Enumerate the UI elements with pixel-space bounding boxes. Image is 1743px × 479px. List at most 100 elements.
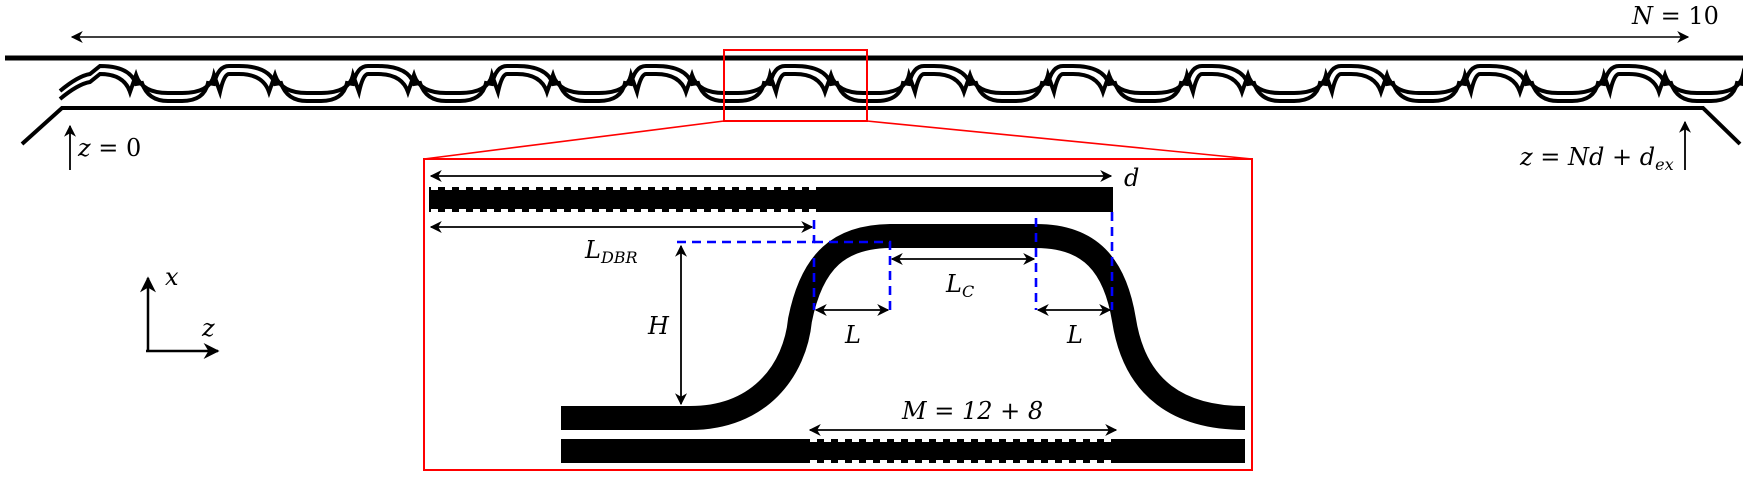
grating-tooth [669,209,676,212]
grating-tooth [824,439,831,442]
grating-tooth [753,187,760,190]
grating-tooth [978,460,985,463]
grating-tooth [599,209,606,212]
grating-tooth [1006,439,1013,442]
grating-tooth [543,209,550,212]
grating-tooth [557,209,564,212]
grating-tooth [445,187,452,190]
bottom-waveguide [20,106,1742,146]
grating-tooth [1104,439,1111,442]
grating-tooth [880,460,887,463]
grating-tooth [613,187,620,190]
grating-tooth [992,460,999,463]
grating-tooth [487,209,494,212]
grating-tooth [908,460,915,463]
grating-tooth [767,209,774,212]
grating-tooth [1062,439,1069,442]
grating-tooth [978,439,985,442]
grating-tooth [543,187,550,190]
grating-tooth [697,209,704,212]
start-position-label: z = 0 [77,134,141,162]
grating-tooth [1020,460,1027,463]
grating-tooth [838,439,845,442]
grating-tooth [795,187,802,190]
height-label: H [647,312,670,340]
grating-tooth [810,439,817,442]
grating-tooth [529,209,536,212]
grating-tooth [950,460,957,463]
grating-tooth [795,209,802,212]
coupler-length-label: LC [945,270,974,301]
grating-tooth [809,187,816,190]
grating-tooth [992,439,999,442]
grating-tooth [964,439,971,442]
grating-tooth [725,209,732,212]
grating-tooth [809,209,816,212]
grating-tooth [669,187,676,190]
bend-left-label: L [844,321,861,349]
grating-tooth [753,209,760,212]
overview-device: z = 0 z = Nd + dex N = 10 [5,2,1743,174]
grating-tooth [641,209,648,212]
grating-tooth [571,209,578,212]
grating-tooth [515,209,522,212]
grating-tooth [739,209,746,212]
grating-tooth [515,187,522,190]
grating-tooth [922,460,929,463]
grating-tooth [781,209,788,212]
detail-top-waveguide [429,187,1113,212]
grating-tooth [950,439,957,442]
grating-tooth [1006,460,1013,463]
grating-length-label: M = 12 + 8 [901,397,1043,425]
dbr-length-label: LDBR [584,236,638,267]
grating-tooth [571,187,578,190]
detail-bottom-waveguide [561,439,1245,463]
grating-tooth [641,187,648,190]
grating-tooth [964,460,971,463]
grating-tooth [1034,439,1041,442]
grating-tooth [459,209,466,212]
grating-tooth [894,439,901,442]
grating-tooth [880,439,887,442]
grating-tooth [1090,439,1097,442]
grating-tooth [683,187,690,190]
grating-tooth [529,187,536,190]
grating-tooth [683,209,690,212]
grating-tooth [627,209,634,212]
grating-tooth [711,209,718,212]
serpentine-waveguide [58,63,1743,103]
grating-tooth [501,187,508,190]
period-label: d [1124,164,1139,192]
grating-tooth [767,187,774,190]
coordinate-axes: x z [140,263,220,359]
period-count-label: N = 10 [1631,2,1719,30]
grating-tooth [1062,460,1069,463]
grating-tooth [866,460,873,463]
grating-tooth [557,187,564,190]
grating-tooth [431,187,438,190]
grating-tooth [585,187,592,190]
grating-tooth [473,187,480,190]
grating-tooth [824,460,831,463]
grating-tooth [697,187,704,190]
zoom-connector-right [866,120,1253,160]
x-axis-label: x [165,263,179,291]
detail-view: d LDBR H LC L L M = 12 + 8 [423,158,1253,471]
dbr-end-guide [677,218,816,244]
grating-tooth [739,187,746,190]
grating-tooth [1076,460,1083,463]
grating-tooth [725,187,732,190]
detail-frame [423,158,1253,471]
end-position-label: z = Nd + dex [1519,143,1674,174]
s-bend-waveguide [561,224,1246,430]
guide-lines [677,212,1114,310]
bend-right-label: L [1066,321,1083,349]
grating-tooth [781,187,788,190]
grating-tooth [1048,439,1055,442]
grating-tooth [1090,460,1097,463]
grating-tooth [1020,439,1027,442]
grating-tooth [908,439,915,442]
grating-tooth [936,439,943,442]
